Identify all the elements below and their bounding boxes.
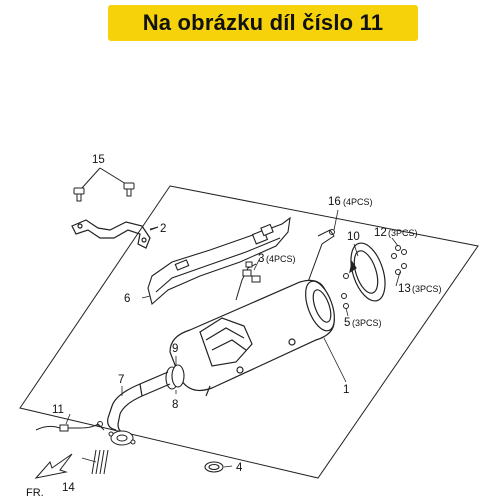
part-10-end-cap[interactable] xyxy=(344,239,391,305)
callout-1: 1 xyxy=(343,384,349,396)
callout-12: 12 xyxy=(374,227,387,239)
title-text: Na obrázku díl číslo 11 xyxy=(142,10,384,35)
part-2-gasket[interactable] xyxy=(71,219,159,249)
callout-8: 8 xyxy=(172,399,178,411)
callout-12-qty: (3PCS) xyxy=(388,228,418,238)
callout-3: 3 xyxy=(258,253,264,265)
callout-6: 6 xyxy=(124,293,130,305)
part-3-nuts[interactable] xyxy=(242,261,261,283)
callout-13: 13 xyxy=(398,283,411,295)
leader-lines xyxy=(65,209,401,468)
part-12-bolts[interactable] xyxy=(391,245,407,259)
callout-5-qty: (3PCS) xyxy=(352,318,382,328)
callout-11: 11 xyxy=(52,404,64,416)
part-14-flange[interactable] xyxy=(91,430,136,475)
callout-7: 7 xyxy=(118,374,124,386)
part-5-washers[interactable] xyxy=(343,303,349,309)
part-9-clamp[interactable] xyxy=(165,364,185,390)
assembly-frame xyxy=(19,185,479,479)
callout-16-qty: (4PCS) xyxy=(343,197,373,207)
direction-arrow-icon xyxy=(34,453,73,479)
callout-9: 9 xyxy=(172,343,178,355)
part-11-sensor[interactable] xyxy=(35,421,105,432)
part-15-bolts[interactable] xyxy=(73,167,135,202)
callout-2: 2 xyxy=(160,223,166,235)
front-label: FR. xyxy=(26,487,44,499)
callout-10: 10 xyxy=(347,231,360,243)
part-4-gasket-ring[interactable] xyxy=(204,461,224,473)
callout-15: 15 xyxy=(92,154,105,166)
front-direction-arrow xyxy=(34,453,73,479)
part-1-muffler[interactable] xyxy=(169,277,340,397)
title-banner: Na obrázku díl číslo 11 xyxy=(108,5,418,41)
callout-13-qty: (3PCS) xyxy=(412,284,442,294)
callout-4: 4 xyxy=(236,462,243,474)
callout-16: 16 xyxy=(328,196,341,208)
part-6-heat-shield[interactable] xyxy=(147,216,291,306)
callout-3-qty: (4PCS) xyxy=(266,254,296,264)
callout-14: 14 xyxy=(62,482,75,494)
callout-5: 5 xyxy=(344,317,350,329)
part-13-washers[interactable] xyxy=(341,263,407,299)
